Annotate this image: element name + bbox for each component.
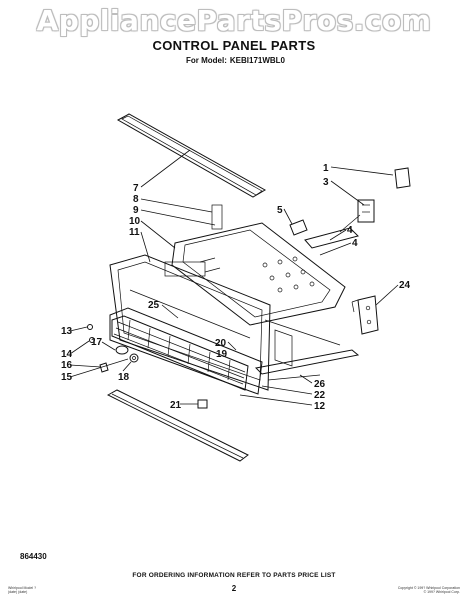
callout-21: 21 xyxy=(170,400,182,411)
switch-assembly xyxy=(339,167,411,233)
leader-lines xyxy=(69,149,399,406)
document-number: 864430 xyxy=(20,552,47,561)
callout-1: 1 xyxy=(323,163,329,174)
callout-4a: 4 xyxy=(347,225,353,236)
fine-print-left-line: (date) (date) xyxy=(8,590,28,594)
model-number: KEBI171WBL0 xyxy=(229,56,285,65)
bottom-trim-strip xyxy=(106,389,249,462)
fine-print-left: Whirlpool Model ? (date) (date) xyxy=(8,586,36,594)
model-label: For Model: xyxy=(185,56,227,65)
callout-24: 24 xyxy=(399,280,411,291)
callout-25: 25 xyxy=(148,300,160,311)
top-trim-strip xyxy=(116,113,267,198)
touch-pad xyxy=(109,307,263,395)
side-bracket xyxy=(351,295,379,335)
lower-bracket xyxy=(254,349,360,375)
callout-13: 13 xyxy=(61,326,73,337)
control-panel-housing xyxy=(109,254,341,391)
callout-12: 12 xyxy=(314,401,326,412)
callout-16: 16 xyxy=(61,360,73,371)
ordering-note: FOR ORDERING INFORMATION REFER TO PARTS … xyxy=(132,572,336,579)
fine-print-right: Copyright © 199? Whirlpool Corporation ©… xyxy=(398,586,460,594)
callout-4b: 4 xyxy=(352,238,358,249)
page-title: CONTROL PANEL PARTS xyxy=(152,38,316,53)
fine-print-right-line: © 199? Whirlpool Corp. xyxy=(423,590,460,594)
callout-11: 11 xyxy=(129,227,140,238)
callout-22: 22 xyxy=(314,390,326,401)
retainer-clip xyxy=(197,399,208,409)
callout-19: 19 xyxy=(216,349,228,360)
callout-5: 5 xyxy=(277,205,283,216)
knob-hardware xyxy=(87,324,139,373)
callout-14: 14 xyxy=(61,349,73,360)
callout-15: 15 xyxy=(61,372,73,383)
callout-9: 9 xyxy=(133,205,139,216)
callout-20: 20 xyxy=(215,338,227,349)
callout-7: 7 xyxy=(133,183,139,194)
fine-print-right-line: Copyright © 199? Whirlpool Corporation xyxy=(397,586,460,590)
page-number: 2 xyxy=(231,584,237,593)
callout-17: 17 xyxy=(91,337,103,348)
callout-26: 26 xyxy=(314,379,326,390)
callout-3: 3 xyxy=(323,177,329,188)
callout-8: 8 xyxy=(133,194,139,205)
callout-18: 18 xyxy=(118,372,130,383)
watermark-logo: AppliancePartsPros.com xyxy=(36,4,432,37)
fine-print-left-line: Whirlpool Model ? xyxy=(8,586,37,590)
mounting-bracket xyxy=(171,204,359,326)
callout-10: 10 xyxy=(129,216,141,227)
model-line: For Model:KEBI171WBL0 xyxy=(0,56,468,65)
clip-part xyxy=(289,219,308,236)
